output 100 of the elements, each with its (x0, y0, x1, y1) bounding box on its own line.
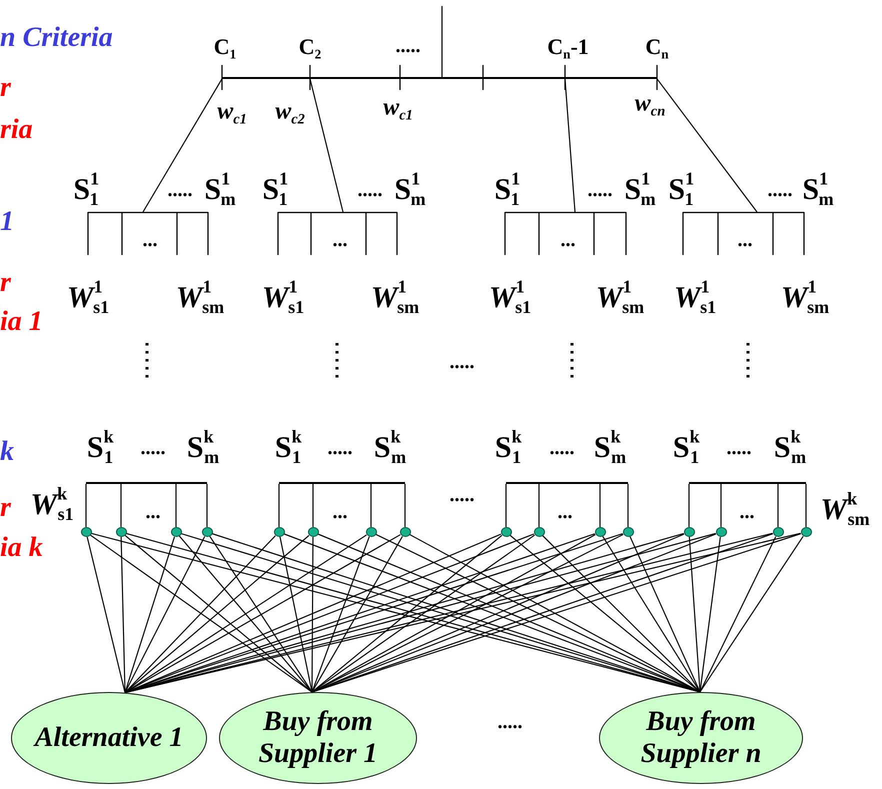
connector-line (505, 484, 507, 527)
connector-line (90, 534, 312, 693)
ellipsis-mark: ... (332, 500, 348, 524)
weight-label: w$_{cn}$ (634, 90, 666, 118)
ellipsis-mark: ... (558, 500, 572, 524)
connector-line (542, 535, 700, 692)
side-heading: k (0, 435, 14, 469)
connector-line (602, 536, 700, 692)
ellipsis-mark: ..... (588, 178, 612, 202)
alternative-text: Buy from Supplier 1 (257, 706, 379, 770)
connector-line (86, 536, 126, 693)
ellipsis-mark: ... (738, 228, 752, 252)
ellipsis-mark: ... (142, 228, 158, 252)
connector-line (312, 536, 403, 692)
node-dot (500, 527, 512, 537)
connector-line (630, 536, 700, 692)
node-dot (202, 527, 212, 537)
connector-line (206, 484, 208, 527)
connector-line (120, 484, 122, 527)
connector-line (441, 6, 443, 78)
side-note: ria (0, 113, 33, 147)
node-dot (716, 527, 726, 537)
connector-line (370, 484, 372, 527)
ellipsis-mark: ..... (498, 710, 522, 734)
weight-label: w$_{c1}$ (217, 98, 247, 126)
connector-line (777, 484, 779, 527)
node-dot (366, 527, 376, 537)
bracket-drawing (278, 212, 397, 255)
connector-line (311, 536, 370, 692)
connector-line (699, 536, 721, 692)
ellipsis-mark: ..... (168, 178, 192, 202)
connector-line (700, 536, 804, 692)
ellipsis-mark: ... (740, 500, 754, 524)
connector-line (309, 78, 344, 212)
connector-line (124, 536, 175, 693)
ellipsis-mark: ..... (140, 436, 166, 460)
connector-line (404, 484, 406, 527)
connector-line (279, 536, 313, 692)
connector-line (688, 536, 701, 692)
ellipsis-mark: ..... (450, 350, 474, 374)
ellipsis-mark: ... (332, 228, 348, 252)
node-dot (684, 527, 694, 537)
node-dot (80, 527, 92, 537)
connector-line (805, 484, 807, 527)
node-dot (800, 527, 812, 537)
ellipsis-mark: ..... (726, 436, 752, 460)
ellipsis-mark: ... (560, 228, 576, 252)
node-dot (594, 527, 606, 537)
connector-line (311, 537, 314, 692)
connector-line (278, 484, 280, 527)
ellipsis-mark: ..... (358, 178, 382, 202)
node-dot (534, 527, 544, 537)
side-note: r (0, 491, 11, 525)
criterion-label: C$_{2}$ (298, 34, 322, 60)
side-note: r (0, 71, 11, 105)
criteria-axis (222, 77, 657, 79)
node-dot (772, 527, 784, 537)
node-dot (170, 527, 182, 537)
bracket-drawing (88, 212, 208, 255)
connector-line (124, 536, 206, 693)
alternative-text: Buy from Supplier n (640, 706, 762, 770)
connector-line (312, 484, 314, 527)
side-note: ia 1 (0, 305, 43, 339)
connector-line (656, 78, 758, 212)
weight-label: w$_{c1}$ (383, 94, 413, 122)
side-note: ia k (0, 531, 43, 565)
side-heading: n Criteria (0, 21, 113, 55)
node-dot (400, 527, 410, 537)
connector-line (510, 534, 700, 692)
ellipsis-mark: ..... (768, 178, 792, 202)
connector-line (688, 484, 690, 527)
ellipsis-mark: ..... (550, 436, 574, 460)
node-dot (274, 527, 284, 537)
criterion-label: C$_{1}$ (214, 34, 236, 60)
ellipsis-mark: ..... (328, 436, 352, 460)
connector-line (720, 484, 722, 527)
connector-line (209, 536, 312, 692)
ellipsis-mark: ... (146, 500, 160, 524)
connector-line (120, 536, 126, 693)
weight-label: w$_{c2}$ (275, 98, 305, 126)
bracket-drawing (683, 212, 804, 255)
connector-line (700, 536, 776, 692)
node-dot (622, 527, 634, 537)
ellipsis-mark: ..... (396, 34, 420, 58)
side-heading: 1 (0, 205, 14, 239)
node-dot (116, 527, 126, 537)
connector-line (175, 484, 177, 527)
node-dot (308, 527, 318, 537)
ellipsis-mark: ..... (450, 483, 474, 507)
connector-line (142, 78, 222, 212)
bracket-drawing (505, 212, 626, 255)
connector-line (178, 536, 312, 692)
connector-line (124, 535, 276, 693)
criterion-label: C$_{n}$ (645, 34, 669, 60)
criterion-label: C$_{n}$-1 (547, 34, 589, 60)
alternative-text: Alternative 1 (34, 722, 184, 754)
connector-line (564, 78, 576, 212)
connector-line (627, 484, 629, 527)
connector-line (538, 484, 540, 527)
connector-line (599, 484, 601, 527)
